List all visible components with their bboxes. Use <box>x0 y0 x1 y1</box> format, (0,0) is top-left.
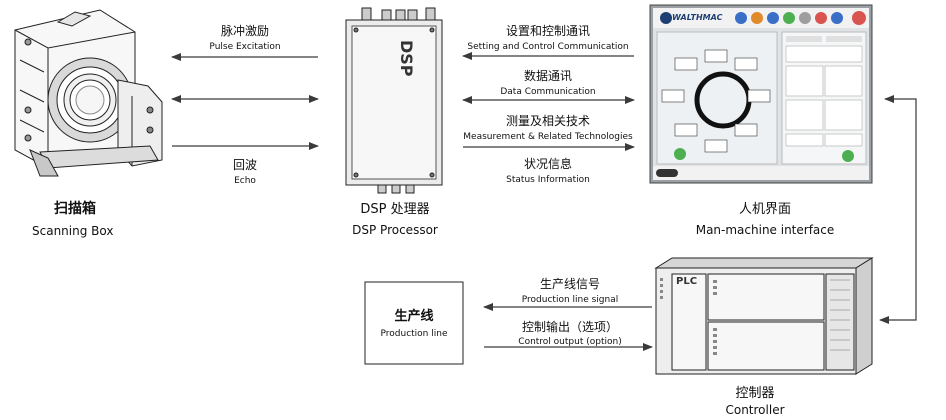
caption-controller: 控制器 Controller <box>700 382 810 417</box>
production-line-label: 生产线 Production line <box>365 305 463 339</box>
label-pulse-excitation-zh: 脉冲激励 <box>220 24 269 38</box>
caption-hmi: 人机界面 Man-machine interface <box>675 198 855 237</box>
label-data-comm-zh: 数据通讯 <box>523 69 572 83</box>
label-status-info-en: Status Information <box>506 175 590 185</box>
production-line-label-zh: 生产线 <box>394 309 434 324</box>
label-status-info: 状况信息 Status Information <box>462 155 634 185</box>
label-measurement-en: Measurement & Related Technologies <box>463 132 633 142</box>
arrow-hmi-controller <box>879 95 917 324</box>
plc-device-text: PLC <box>676 276 698 287</box>
label-pulse-excitation: 脉冲激励 Pulse Excitation <box>190 22 300 52</box>
plc-controller-illustration <box>654 257 874 375</box>
caption-hmi-en: Man-machine interface <box>695 223 835 237</box>
caption-dsp-zh: DSP 处理器 <box>360 202 430 217</box>
scanning-box-illustration <box>14 9 163 177</box>
caption-dsp-en: DSP Processor <box>352 223 438 237</box>
label-status-info-zh: 状况信息 <box>523 157 572 171</box>
label-data-comm-en: Data Communication <box>500 87 596 97</box>
caption-dsp: DSP 处理器 DSP Processor <box>325 198 465 237</box>
label-control-output-en: Control output (option) <box>518 337 622 347</box>
production-line-label-en: Production line <box>380 329 448 339</box>
caption-hmi-zh: 人机界面 <box>738 202 791 217</box>
hmi-illustration <box>649 4 873 184</box>
dsp-processor-illustration <box>345 7 443 194</box>
caption-scanning-box: 扫描箱 Scanning Box <box>32 198 152 238</box>
production-line-box <box>364 281 464 365</box>
label-echo-en: Echo <box>234 176 256 186</box>
label-data-comm: 数据通讯 Data Communication <box>462 67 634 97</box>
caption-controller-zh: 控制器 <box>735 386 775 401</box>
caption-scanning-box-en: Scanning Box <box>32 224 114 238</box>
hmi-brand-text: WALTHMAC <box>672 13 723 22</box>
label-setting-control-zh: 设置和控制通讯 <box>505 24 590 38</box>
label-control-output-zh: 控制输出（选项） <box>521 320 618 334</box>
label-production-signal-zh: 生产线信号 <box>539 277 600 291</box>
caption-scanning-box-zh: 扫描箱 <box>54 201 96 217</box>
label-echo-zh: 回波 <box>232 158 257 172</box>
label-setting-control-en: Setting and Control Communication <box>467 42 629 52</box>
label-pulse-excitation-en: Pulse Excitation <box>209 42 281 52</box>
label-echo: 回波 Echo <box>190 156 300 186</box>
caption-controller-en: Controller <box>725 403 785 417</box>
label-production-signal: 生产线信号 Production line signal <box>500 275 640 305</box>
label-measurement-zh: 测量及相关技术 <box>505 114 590 128</box>
label-setting-control: 设置和控制通讯 Setting and Control Communicatio… <box>462 22 634 52</box>
dsp-device-text: DSP <box>397 40 416 77</box>
label-measurement: 测量及相关技术 Measurement & Related Technologi… <box>456 112 640 142</box>
label-production-signal-en: Production line signal <box>521 295 619 305</box>
label-control-output: 控制输出（选项） Control output (option) <box>490 318 650 347</box>
